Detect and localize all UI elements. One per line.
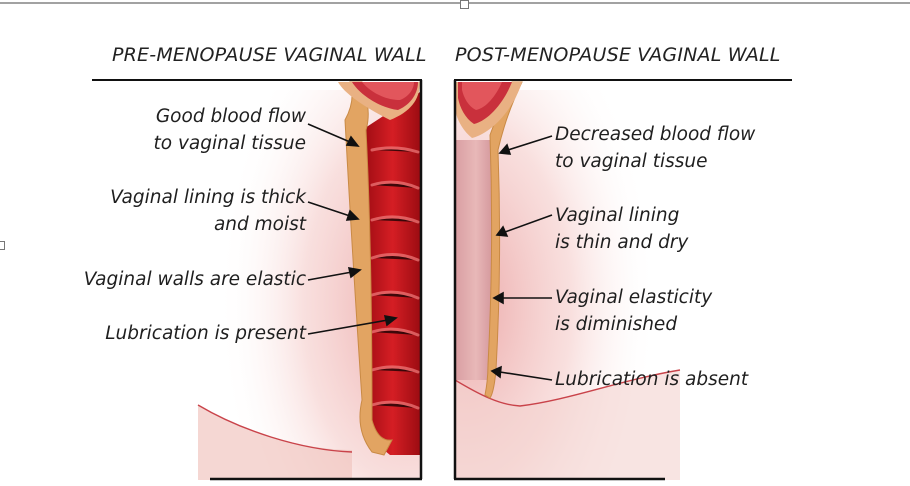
right-lower-body — [455, 370, 680, 480]
pre-label-blood-flow-line2: to vaginal tissue — [153, 133, 306, 154]
post-menopause-title: POST-MENOPAUSE VAGINAL WALL — [455, 44, 781, 66]
post-label-elasticity-line2: is diminished — [555, 314, 678, 335]
pre-ridges — [370, 146, 420, 410]
post-tissue — [455, 140, 497, 380]
post-label-lubrication: Lubrication is absent — [555, 366, 748, 393]
left-lower-body — [198, 405, 352, 480]
pre-menopause-title: PRE-MENOPAUSE VAGINAL WALL — [112, 44, 427, 66]
selection-handle-top[interactable] — [460, 0, 469, 9]
pre-label-blood-flow: Good blood flow to vaginal tissue — [106, 103, 306, 157]
post-label-lining-line2: is thin and dry — [555, 232, 689, 253]
post-label-blood-flow-line2: to vaginal tissue — [555, 151, 708, 172]
pre-label-lubrication: Lubrication is present — [76, 320, 306, 347]
pre-label-lining-line1: Vaginal lining is thick — [110, 187, 306, 208]
pre-label-elastic-line1: Vaginal walls are elastic — [83, 269, 306, 290]
pre-pointer-arrows — [307, 123, 398, 335]
pre-label-blood-flow-line1: Good blood flow — [155, 106, 306, 127]
selection-handle-left[interactable] — [0, 241, 5, 250]
pre-label-lining: Vaginal lining is thick and moist — [66, 184, 306, 238]
post-label-blood-flow-line1: Decreased blood flow — [555, 124, 756, 145]
pre-label-lubrication-line1: Lubrication is present — [105, 323, 306, 344]
post-label-lining-line1: Vaginal lining — [555, 205, 680, 226]
post-menopause-panel — [453, 79, 792, 481]
post-label-blood-flow: Decreased blood flow to vaginal tissue — [555, 121, 755, 175]
pre-menopause-panel — [92, 79, 423, 481]
post-label-lining: Vaginal lining is thin and dry — [555, 202, 688, 256]
pre-label-lining-line2: and moist — [213, 214, 306, 235]
pre-label-elastic: Vaginal walls are elastic — [56, 266, 306, 293]
post-label-lubrication-line1: Lubrication is absent — [555, 369, 749, 390]
post-pointer-arrows — [490, 135, 553, 381]
post-label-elasticity: Vaginal elasticity is diminished — [555, 284, 712, 338]
post-label-elasticity-line1: Vaginal elasticity — [555, 287, 713, 308]
